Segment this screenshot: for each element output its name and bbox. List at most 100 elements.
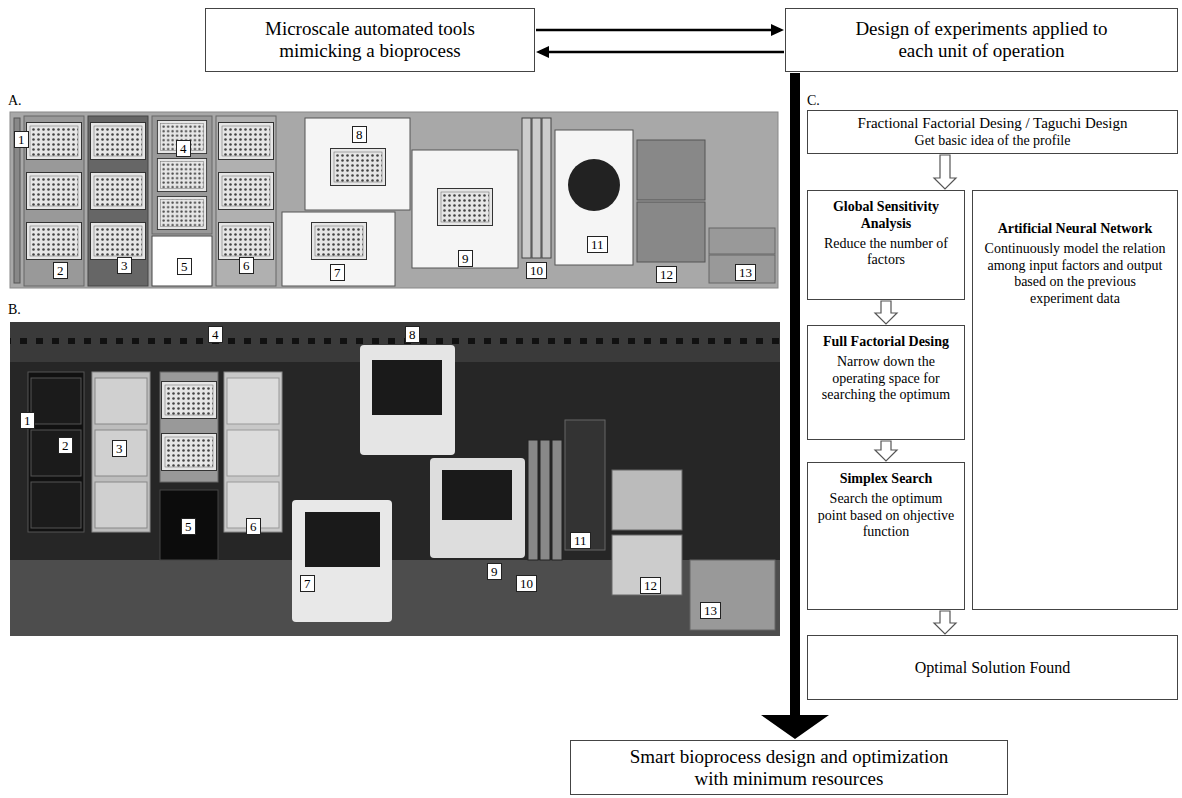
device-window — [305, 512, 380, 567]
plate — [227, 378, 279, 424]
shaker-disc — [568, 159, 620, 211]
plate — [219, 123, 274, 160]
result-box: Optimal Solution Found — [807, 635, 1178, 700]
plate — [91, 173, 146, 210]
callout-number: 8 — [352, 126, 367, 143]
callout-number: 6 — [246, 518, 261, 535]
plate — [219, 173, 274, 210]
tube-rack — [528, 440, 538, 560]
device-box — [555, 130, 633, 265]
deck-panel — [10, 112, 778, 288]
tube-rack — [540, 440, 550, 560]
callout-number: 3 — [112, 440, 127, 457]
callout-number: 6 — [239, 257, 254, 274]
device-window — [442, 470, 512, 520]
reservoir — [637, 140, 705, 200]
box-heading: Simplex Search — [840, 471, 933, 488]
goal-box: Smart bioprocess design and optimization… — [570, 740, 1008, 795]
photo-panel — [10, 322, 780, 636]
device-box — [430, 458, 525, 558]
reservoir — [637, 202, 705, 262]
plate-carrier — [216, 116, 276, 286]
box-text: Continuously model the relation among in… — [983, 241, 1167, 308]
box-text: Microscale automated tools mimicking a b… — [246, 18, 494, 62]
tool-box: Microscale automated tools mimicking a b… — [205, 8, 535, 72]
box-text: Reduce the number of factors — [814, 236, 958, 270]
box-heading: Global Sensitivity Analysis — [814, 199, 958, 233]
connector-arrow — [536, 24, 784, 36]
tube-rack — [552, 440, 562, 560]
callout-number: 13 — [700, 602, 721, 619]
tube-rack — [532, 118, 541, 258]
process-box: Global Sensitivity AnalysisReduce the nu… — [807, 190, 965, 300]
device-box — [305, 118, 410, 210]
process-box: Full Factorial DesingNarrow down the ope… — [807, 325, 965, 440]
model-box: Artificial Neural NetworkContinuously mo… — [972, 190, 1178, 610]
plate — [438, 189, 493, 226]
box-text: Design of experiments applied to each un… — [846, 18, 1117, 62]
panel-label: B. — [8, 302, 21, 318]
reservoir — [612, 535, 682, 595]
callout-number: 7 — [300, 575, 315, 592]
device-box — [412, 150, 518, 268]
doe-box: Design of experiments applied to each un… — [785, 8, 1178, 72]
plate — [95, 378, 147, 424]
process-box: Simplex SearchSearch the optimum point b… — [807, 462, 965, 610]
panel-label: A. — [8, 93, 22, 109]
plate-carrier — [24, 116, 84, 286]
box-text: Optimal Solution Found — [915, 658, 1071, 677]
plate — [331, 149, 386, 186]
plate — [95, 482, 147, 528]
callout-number: 5 — [177, 258, 192, 275]
trough — [152, 236, 212, 286]
panel-label: C. — [807, 93, 820, 109]
plate — [27, 123, 82, 160]
hollow-arrow — [875, 441, 897, 461]
device-box — [282, 212, 395, 286]
plate — [31, 430, 81, 476]
tube-rack — [542, 118, 551, 258]
callout-number: 13 — [735, 264, 756, 281]
shaker-unit — [565, 420, 605, 550]
callout-number: 10 — [526, 262, 547, 279]
reservoir — [709, 228, 775, 254]
reservoir — [709, 255, 775, 283]
plate-carrier — [88, 116, 148, 286]
callout-number: 7 — [330, 264, 345, 281]
plate — [162, 434, 217, 471]
callout-number: 4 — [208, 326, 223, 343]
callout-number: 2 — [53, 262, 68, 279]
hollow-arrow — [934, 155, 956, 189]
callout-number: 5 — [181, 518, 196, 535]
callout-number: 4 — [176, 140, 191, 157]
plate-carrier — [160, 372, 218, 482]
box-heading: Artificial Neural Network — [998, 221, 1153, 238]
plate — [219, 223, 274, 260]
box-text: Narrow down the operating space for sear… — [814, 354, 958, 404]
device-box — [292, 500, 392, 622]
device-window — [372, 360, 442, 415]
process-box: Fractional Factorial Desing / Taguchi De… — [807, 110, 1178, 154]
plate — [312, 223, 367, 260]
plate — [27, 173, 82, 210]
reservoir — [690, 560, 775, 630]
callout-number: 12 — [640, 577, 661, 594]
plate-carrier — [224, 372, 282, 532]
callout-number: 8 — [405, 326, 420, 343]
plate — [227, 430, 279, 476]
rail-holes — [10, 338, 780, 344]
plate — [162, 382, 217, 419]
plate-carrier — [152, 116, 212, 234]
plate — [157, 158, 206, 191]
box-text: Search the optimum point based on ohject… — [814, 491, 958, 541]
callout-number: 9 — [458, 250, 473, 267]
callout-number: 9 — [487, 563, 502, 580]
callout-number: 12 — [656, 266, 677, 283]
plate — [95, 430, 147, 476]
callout-number: 10 — [516, 575, 537, 592]
trough — [160, 490, 218, 560]
plate — [91, 223, 146, 260]
plate — [157, 196, 206, 229]
tube-rack — [522, 118, 531, 258]
callout-number: 1 — [14, 131, 29, 148]
